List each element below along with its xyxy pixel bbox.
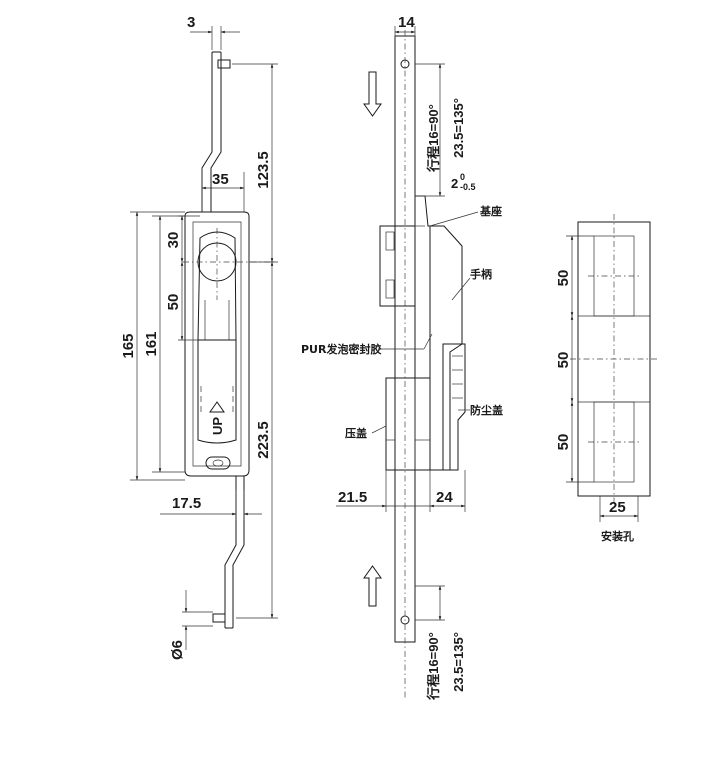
- front-knob: [197, 242, 237, 282]
- dim-depth-right: 24: [436, 489, 453, 506]
- side-base: [415, 195, 463, 471]
- label-handle: 手柄: [470, 267, 492, 281]
- label-base: 基座: [479, 204, 502, 218]
- front-view: UP 3 123.5 35 30 50: [120, 14, 278, 660]
- dim-overall-height: 165: [120, 333, 137, 358]
- up-arrow-icon-bottom: [363, 565, 382, 607]
- dim-stroke-bottom-a: 行程16=90°: [426, 632, 441, 701]
- up-arrow-icon: [209, 401, 225, 413]
- side-press-cover: [385, 377, 431, 471]
- dim-stroke-top-b: 23.5=135°: [451, 98, 466, 158]
- front-top-pin: [217, 59, 231, 69]
- dim-stroke-bottom-b: 23.5=135°: [451, 632, 466, 692]
- cutout-view: 50 50 50 25 安装孔: [555, 214, 660, 543]
- dim-lower-length: 223.5: [255, 421, 272, 459]
- dim-cutout-middle: 50: [555, 352, 572, 369]
- front-lower-rod: [224, 476, 245, 628]
- dim-stroke-top-a: 行程16=90°: [426, 104, 441, 173]
- dim-handle-width: 35: [212, 171, 229, 188]
- front-handle-body: [184, 211, 250, 477]
- dim-gap-tol-lower: -0.5: [460, 182, 476, 192]
- dim-cutout-top: 50: [555, 270, 572, 287]
- down-arrow-icon: [363, 71, 382, 117]
- dim-cutout-width: 25: [609, 499, 626, 516]
- cutout-outline: [577, 221, 651, 497]
- dim-pin-dia: Ø6: [169, 640, 186, 660]
- dim-cutout-bottom: 50: [555, 434, 572, 451]
- up-label: UP: [210, 417, 225, 435]
- dim-bottom-offset: 17.5: [172, 495, 201, 512]
- dim-inner-height: 161: [143, 331, 160, 356]
- label-dust-cover: 防尘盖: [470, 403, 503, 417]
- dim-depth-left: 21.5: [338, 489, 367, 506]
- cutout-caption: 安装孔: [601, 529, 634, 543]
- dim-gap-tol-upper: 0: [460, 172, 465, 182]
- front-handle-lever: [197, 231, 237, 341]
- front-key-slot: [205, 456, 231, 470]
- dim-upper-length: 123.5: [255, 151, 272, 189]
- side-dust-cover: [442, 343, 466, 471]
- label-press-cover: 压盖: [345, 426, 367, 440]
- front-bottom-pin: [212, 613, 226, 623]
- dim-gap: 2: [451, 176, 458, 191]
- dim-knob-to-mid: 50: [165, 294, 182, 311]
- cutout-hole-bottom: [593, 401, 635, 483]
- dim-top-offset: 3: [187, 14, 195, 31]
- label-seal: PUR发泡密封胶: [301, 342, 381, 356]
- dim-knob-offset: 30: [165, 232, 182, 249]
- side-view: 14 行程16=90° 23.5=135° 2 0 -0.5 基座 手柄 PUR…: [301, 14, 503, 701]
- dim-rod-width: 14: [398, 14, 415, 31]
